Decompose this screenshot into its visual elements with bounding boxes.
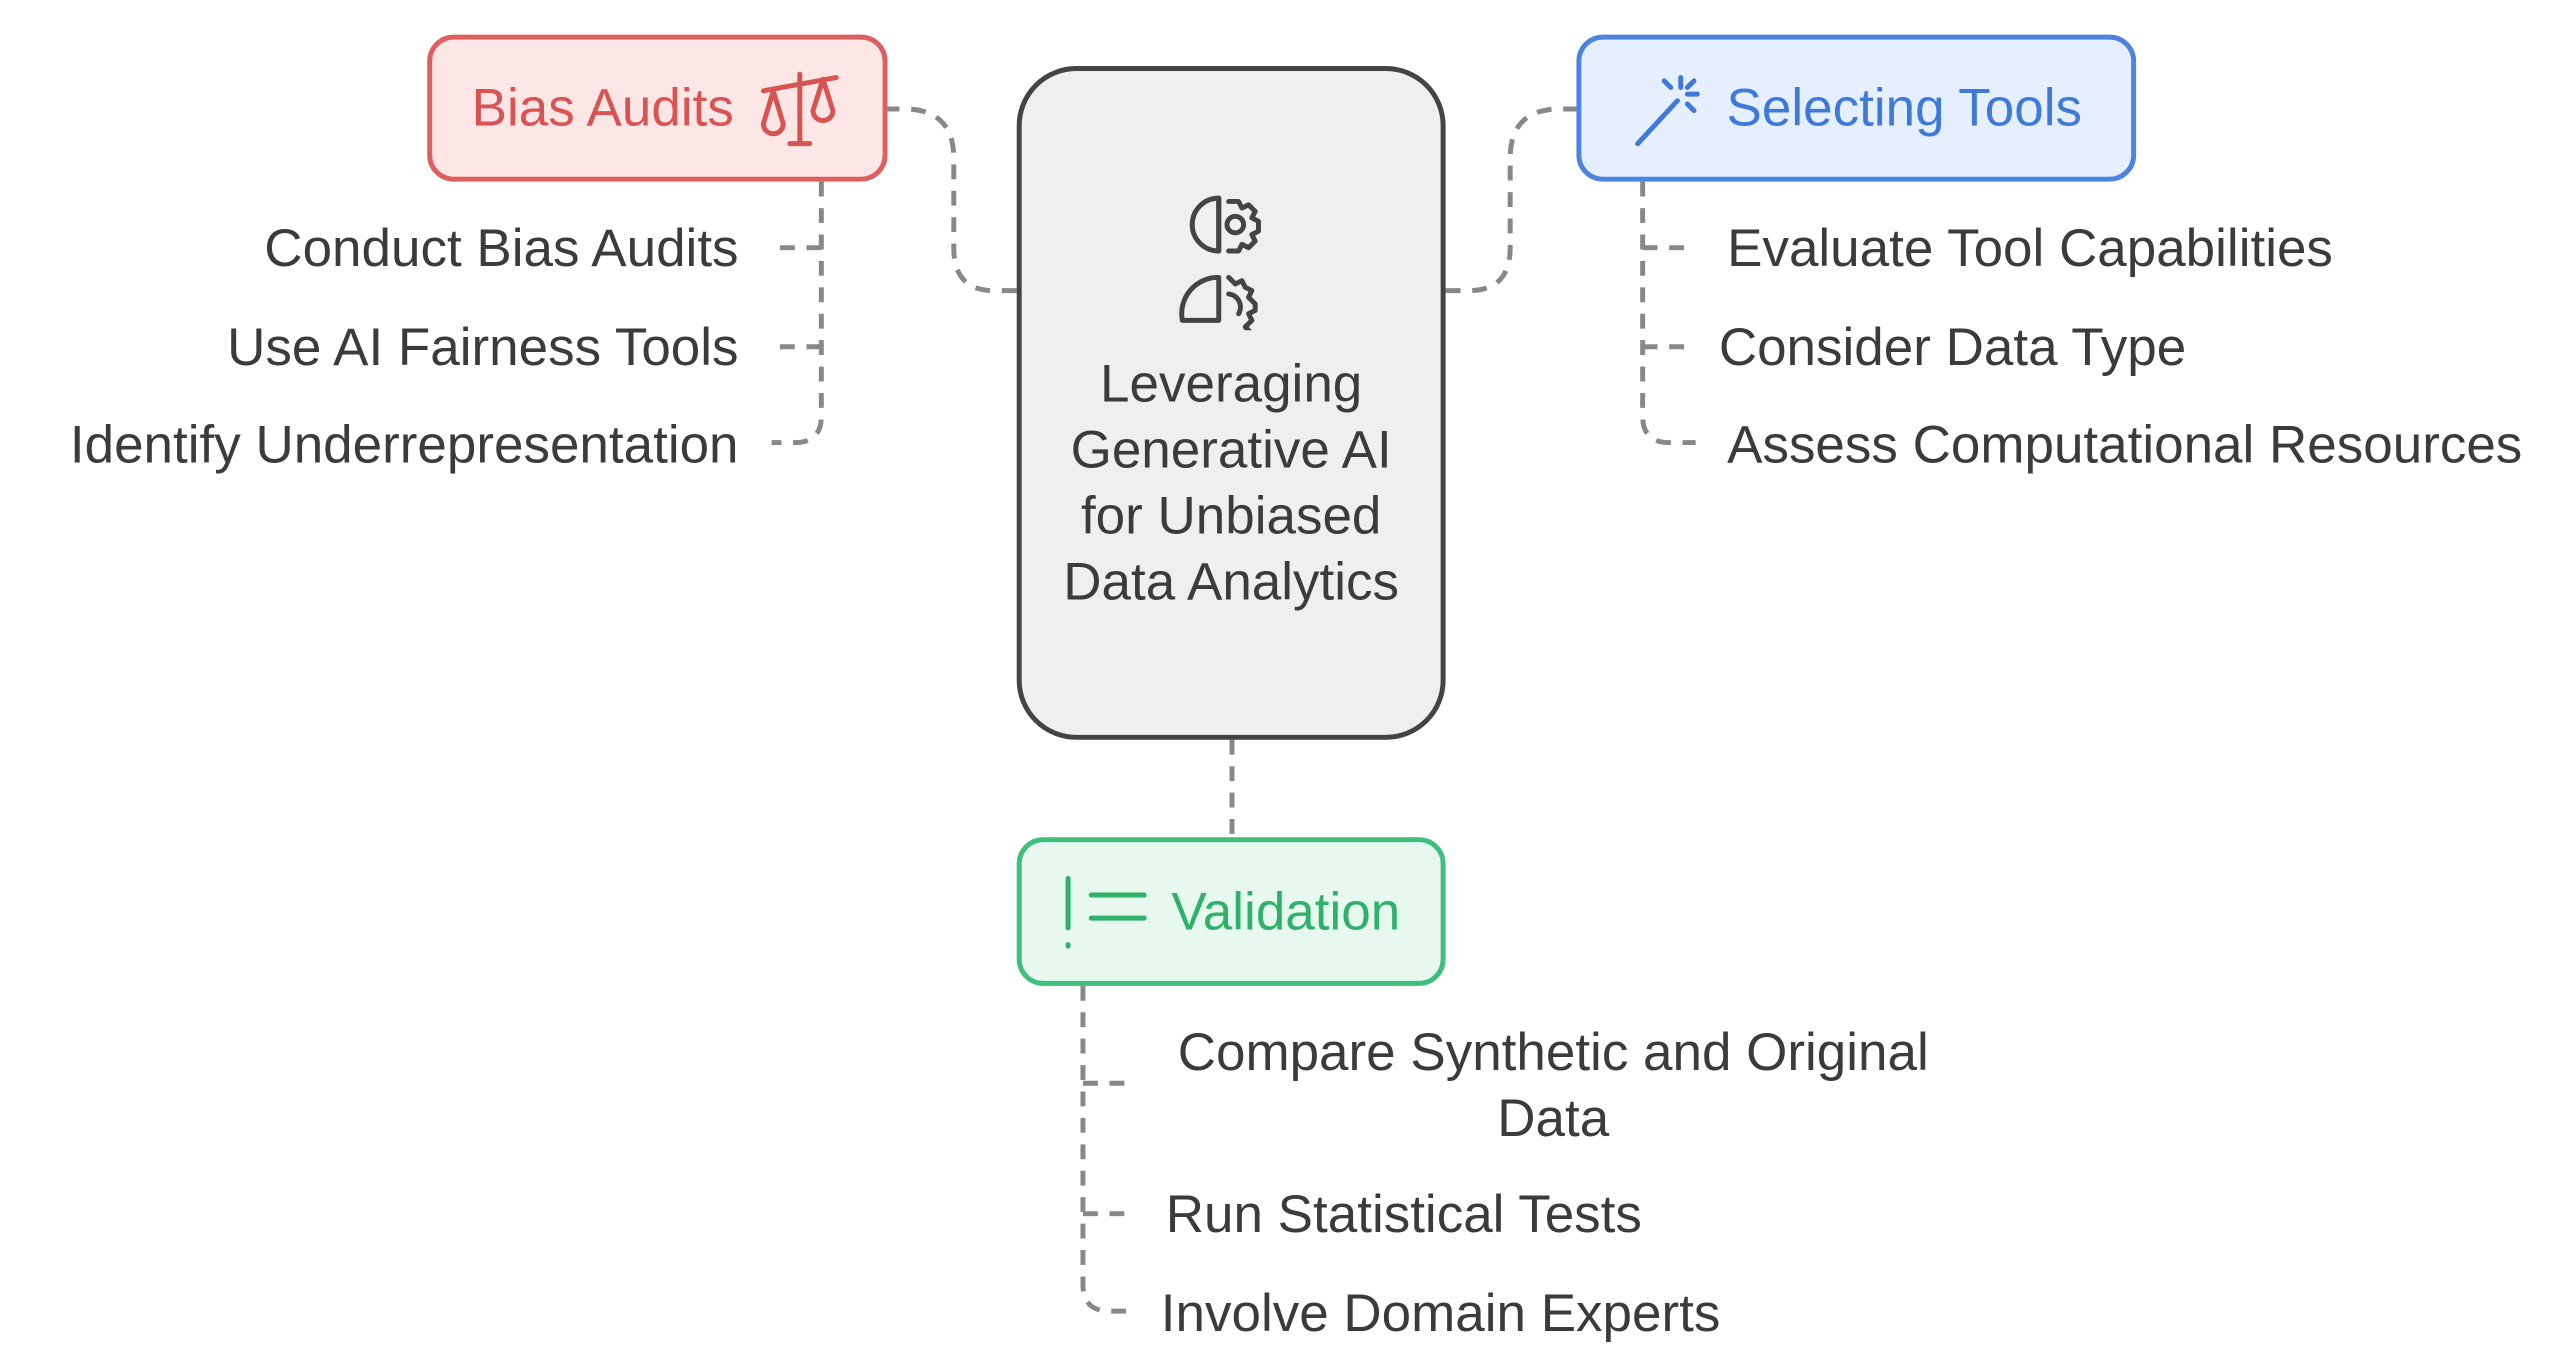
checklist-icon xyxy=(1066,876,1148,949)
branch-selecting-tools-label: Selecting Tools xyxy=(1726,77,2083,138)
branch-bias-audits-label: Bias Audits xyxy=(471,77,734,138)
connector-center-tools xyxy=(1445,106,1577,294)
branch-selecting-tools[interactable]: Selecting Tools xyxy=(1576,34,2137,182)
validation-item-domain-experts: Involve Domain Experts xyxy=(1160,1283,1721,1343)
validation-item-statistical-tests: Run Statistical Tests xyxy=(1165,1183,1642,1244)
magic-wand-icon xyxy=(1634,74,1700,146)
connector-valid-spine xyxy=(1080,985,1136,1314)
branch-bias-audits[interactable]: Bias Audits xyxy=(427,34,888,182)
central-topic-node[interactable]: Leveraging Generative AI for Unbiased Da… xyxy=(1016,66,1446,740)
tools-item-data-type: Consider Data Type xyxy=(1718,317,2187,377)
connector-bias-spine xyxy=(771,181,824,446)
central-topic-title: Leveraging Generative AI for Unbiased Da… xyxy=(1063,353,1400,611)
branch-validation-label: Validation xyxy=(1171,880,1401,941)
tools-item-resources: Assess Computational Resources xyxy=(1727,414,2523,474)
bias-item-fairness-tools: Use AI Fairness Tools xyxy=(227,317,739,377)
bias-item-underrepresentation: Identify Underrepresentation xyxy=(69,414,739,474)
scales-icon xyxy=(761,71,839,146)
branch-validation[interactable]: Validation xyxy=(1016,837,1446,986)
connector-tools-spine xyxy=(1640,181,1696,446)
tools-item-capabilities: Evaluate Tool Capabilities xyxy=(1727,217,2333,278)
bias-item-conduct-audits: Conduct Bias Audits xyxy=(264,217,739,278)
validation-item-compare: Compare Synthetic and Original Data xyxy=(1177,1022,1929,1148)
ai-brain-gear-icon xyxy=(1178,195,1261,331)
connector-center-bias xyxy=(887,106,1017,294)
